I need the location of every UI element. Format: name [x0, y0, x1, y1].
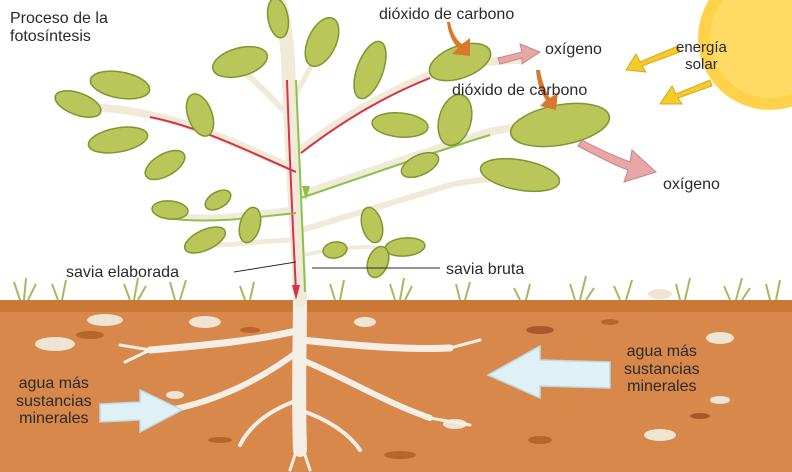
label-oxygen-right: oxígeno: [663, 176, 720, 194]
label-water-minerals-right: agua más sustancias minerales: [624, 343, 700, 396]
label-co2-mid: dióxido de carbono: [452, 82, 587, 100]
leaves: [52, 0, 613, 280]
label-solar-energy: energía solar: [676, 40, 727, 73]
leader-lines: [234, 262, 440, 272]
label-water-minerals-left: agua más sustancias minerales: [16, 375, 92, 428]
label-elaborated-sap: savia elaborada: [66, 264, 179, 282]
diagram-title: Proceso de la fotosíntesis: [10, 10, 108, 45]
label-oxygen-top: oxígeno: [545, 41, 602, 59]
label-co2-top: dióxido de carbono: [379, 6, 514, 24]
label-raw-sap: savia bruta: [446, 261, 524, 279]
